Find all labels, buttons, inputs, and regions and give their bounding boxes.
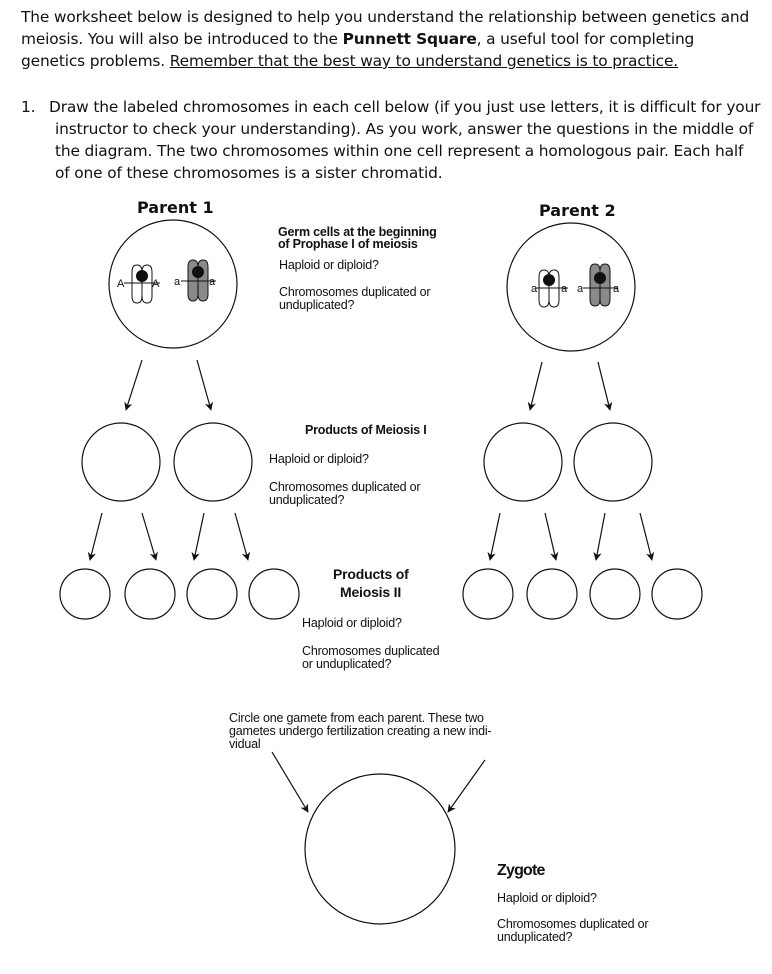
intro-paragraph: The worksheet below is designed to help …	[21, 6, 761, 72]
germ-ploidy-question: Haploid or diploid?	[279, 258, 379, 272]
meiosis-1-dup-question-1: Chromosomes duplicated or	[269, 480, 421, 494]
allele-p1-right-a: a	[174, 276, 181, 288]
parent-2-meiosis-1-cell-a	[483, 422, 563, 502]
parent-2-chromosome-pair-white	[536, 269, 568, 308]
punnett-square-term: Punnett Square	[342, 30, 477, 48]
arrow-p2-m1b-right	[639, 512, 655, 561]
question-number: 1.	[21, 98, 36, 116]
allele-p1-left-a: A	[117, 278, 125, 290]
parent-2-label: Parent 2	[539, 201, 616, 220]
parent-2-chromosomes	[536, 263, 618, 308]
zygote-title: Zygote	[497, 862, 545, 879]
meiosis-1-title: Products of Meiosis I	[305, 423, 427, 437]
allele-p2-right-b: a	[613, 283, 620, 295]
parent-1-gamete-2	[124, 568, 176, 620]
parent-2-meiosis-1-cell-b	[573, 422, 653, 502]
meiosis-2-dup-question-2: or unduplicated?	[302, 657, 392, 671]
germ-dup-question-2: unduplicated?	[279, 298, 355, 312]
zygote-cell	[304, 773, 456, 925]
intro-text-2: , a useful tool for completing genetics …	[21, 30, 695, 70]
allele-p2-left-b: a	[561, 283, 568, 295]
parent-1-label: Parent 1	[137, 198, 214, 217]
zygote-dup-question-1: Chromosomes duplicated or	[497, 917, 649, 931]
allele-p1-right-b: a	[209, 276, 216, 288]
parent-1-germ-cell	[108, 219, 238, 349]
parent-1-gamete-4	[248, 568, 300, 620]
allele-p2-right-a: a	[577, 283, 584, 295]
parent-2-gamete-4	[651, 568, 703, 620]
arrow-p2-m1a-right	[544, 512, 559, 561]
fertilization-line-3: vidual	[229, 737, 261, 751]
meiosis-1-dup-question-2: unduplicated?	[269, 493, 345, 507]
zygote-dup-question-2: unduplicated?	[497, 930, 573, 944]
question-1: 1. Draw the labeled chromosomes in each …	[21, 96, 761, 184]
parent-2-gamete-1	[462, 568, 514, 620]
arrow-p2-m1b-left	[593, 512, 606, 561]
parent-2-germ-cell	[506, 222, 636, 352]
arrow-p1-right	[196, 359, 214, 411]
arrow-p2-m1a-left	[487, 512, 501, 561]
question-1-text: Draw the labeled chromosomes in each cel…	[49, 98, 761, 182]
parent-1-gamete-1	[59, 568, 111, 620]
arrow-p1-m1b-right	[234, 512, 251, 561]
meiosis-2-title-2: Meiosis II	[340, 584, 402, 600]
parent-1-chromosome-pair-white	[124, 264, 160, 304]
arrow-p1-m1a-left	[87, 512, 103, 561]
arrow-fertilization-right	[447, 759, 486, 813]
arrow-p2-right	[597, 361, 613, 411]
parent-2-gamete-3	[589, 568, 641, 620]
parent-1-gamete-3	[186, 568, 238, 620]
meiosis-2-title-1: Products of	[333, 566, 409, 582]
allele-p1-left-b: A	[152, 278, 160, 290]
intro-underlined-note: Remember that the best way to understand…	[169, 52, 679, 70]
zygote-ploidy-question: Haploid or diploid?	[497, 891, 597, 905]
parent-2-gamete-2	[526, 568, 578, 620]
arrow-p1-m1a-right	[141, 512, 158, 561]
allele-p2-left-a: a	[531, 283, 538, 295]
parent-1-meiosis-1-cell-a	[81, 422, 161, 502]
arrow-p2-left	[527, 361, 543, 411]
intro-text-1: The worksheet below is designed to help …	[21, 8, 750, 48]
germ-dup-question-1: Chromosomes duplicated or	[279, 285, 431, 299]
arrow-p1-left	[124, 359, 143, 411]
parent-1-chromosome-pair-shaded	[181, 259, 216, 302]
germ-cells-title-2: of Prophase I of meiosis	[278, 237, 418, 251]
fertilization-line-2: gametes undergo fertilization creating a…	[229, 724, 492, 738]
parent-1-meiosis-1-cell-b	[173, 422, 253, 502]
germ-cells-title-1: Germ cells at the beginning	[278, 225, 437, 239]
fertilization-line-1: Circle one gamete from each parent. Thes…	[229, 711, 484, 725]
meiosis-2-ploidy-question: Haploid or diploid?	[302, 616, 402, 630]
meiosis-1-ploidy-question: Haploid or diploid?	[269, 452, 369, 466]
parent-2-chromosome-pair-shaded	[583, 263, 618, 307]
arrow-p1-m1b-left	[191, 512, 205, 561]
arrow-fertilization-left	[271, 751, 309, 813]
parent-1-chromosomes	[124, 259, 216, 304]
meiosis-2-dup-question-1: Chromosomes duplicated	[302, 644, 440, 658]
